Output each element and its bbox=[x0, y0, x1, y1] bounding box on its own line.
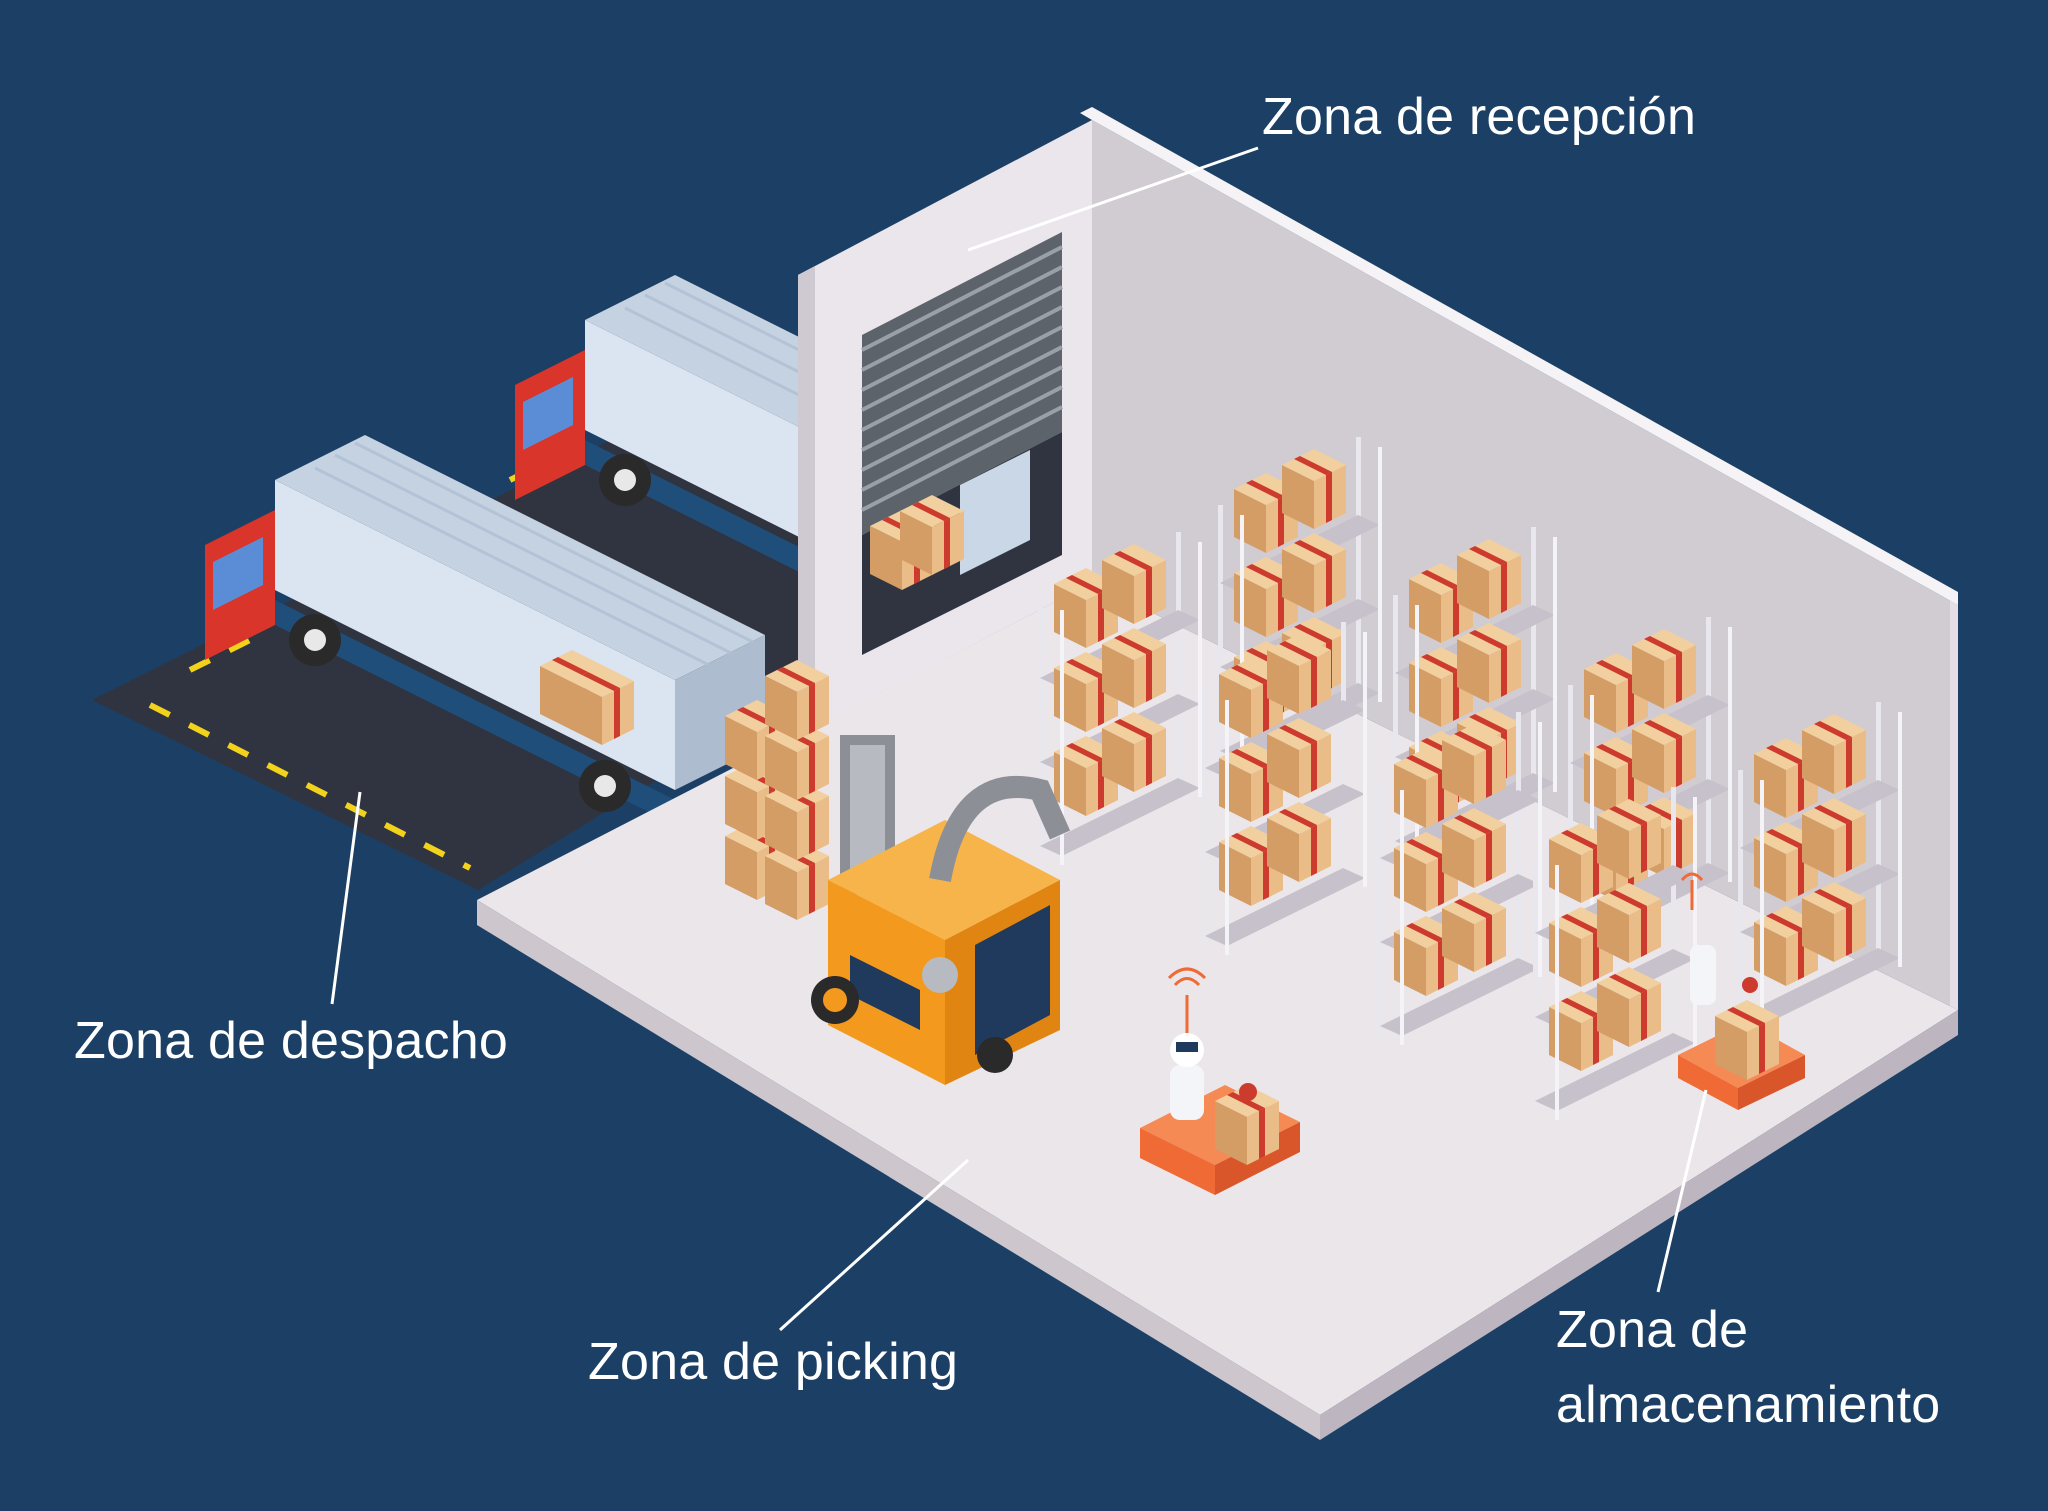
robot-icon bbox=[1678, 945, 1805, 1110]
label-zona-despacho: Zona de despacho bbox=[74, 1012, 508, 1070]
robot-icon bbox=[1140, 1033, 1300, 1195]
forklift-icon bbox=[811, 735, 1071, 1085]
location-pin-icon bbox=[1742, 977, 1758, 993]
location-pin-icon bbox=[1239, 1083, 1257, 1101]
door-shutter bbox=[862, 232, 1062, 535]
leader-lines bbox=[330, 146, 1708, 1332]
wifi-icon bbox=[1167, 967, 1207, 1033]
label-zona-almacenamiento-line1: Zona de bbox=[1556, 1301, 1749, 1359]
label-zona-picking: Zona de picking bbox=[588, 1333, 959, 1391]
wifi-icon bbox=[1680, 872, 1704, 910]
label-zona-recepcion: Zona de recepción bbox=[1262, 88, 1697, 146]
label-zona-almacenamiento-line2: almacenamiento bbox=[1556, 1376, 1941, 1434]
